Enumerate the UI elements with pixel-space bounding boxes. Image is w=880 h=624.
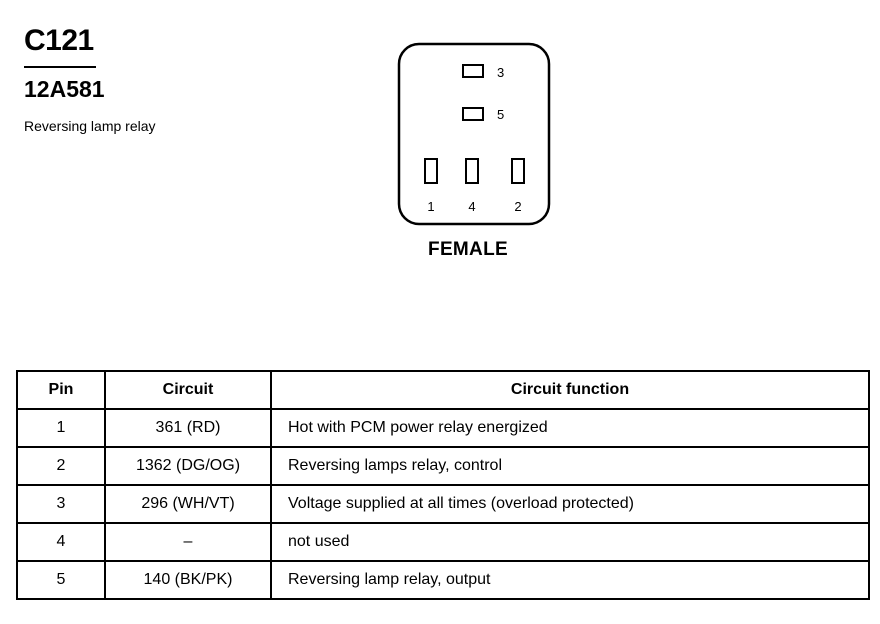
cavity-3	[462, 64, 484, 78]
cell-function: not used	[270, 522, 870, 562]
cell-pin: 1	[16, 408, 106, 448]
part-number: 12A581	[24, 76, 105, 102]
title-divider	[24, 66, 96, 68]
table-row: 5 140 (BK/PK) Reversing lamp relay, outp…	[16, 560, 870, 600]
table-row: 3 296 (WH/VT) Voltage supplied at all ti…	[16, 484, 870, 524]
cell-function: Reversing lamp relay, output	[270, 560, 870, 600]
connector-id: C121	[24, 24, 94, 57]
table-row: 2 1362 (DG/OG) Reversing lamps relay, co…	[16, 446, 870, 486]
header-circuit: Circuit	[104, 370, 272, 410]
cell-circuit: 296 (WH/VT)	[104, 484, 272, 524]
header-pin: Pin	[16, 370, 106, 410]
connector-face-diagram: 3 5 1 4 2	[397, 42, 551, 226]
cell-circuit: –	[104, 522, 272, 562]
connector-housing	[397, 42, 551, 226]
pin-table: Pin Circuit Circuit function 1 361 (RD) …	[16, 370, 870, 600]
table-header-row: Pin Circuit Circuit function	[16, 370, 870, 410]
cavity-5	[462, 107, 484, 121]
table-row: 4 – not used	[16, 522, 870, 562]
cavity-label-4: 4	[468, 199, 475, 214]
cavity-label-3: 3	[497, 65, 504, 80]
cavity-2	[511, 158, 525, 184]
cavity-label-5: 5	[497, 107, 504, 122]
cell-circuit: 361 (RD)	[104, 408, 272, 448]
cavity-label-1: 1	[427, 199, 434, 214]
cavity-1	[424, 158, 438, 184]
cell-pin: 4	[16, 522, 106, 562]
cavity-4	[465, 158, 479, 184]
cell-pin: 3	[16, 484, 106, 524]
cell-pin: 2	[16, 446, 106, 486]
header-function: Circuit function	[270, 370, 870, 410]
cell-circuit: 1362 (DG/OG)	[104, 446, 272, 486]
cell-function: Voltage supplied at all times (overload …	[270, 484, 870, 524]
table-row: 1 361 (RD) Hot with PCM power relay ener…	[16, 408, 870, 448]
cavity-label-2: 2	[514, 199, 521, 214]
view-label: FEMALE	[428, 239, 508, 260]
cell-function: Hot with PCM power relay energized	[270, 408, 870, 448]
cell-pin: 5	[16, 560, 106, 600]
connector-description: Reversing lamp relay	[24, 118, 156, 134]
cell-function: Reversing lamps relay, control	[270, 446, 870, 486]
cell-circuit: 140 (BK/PK)	[104, 560, 272, 600]
